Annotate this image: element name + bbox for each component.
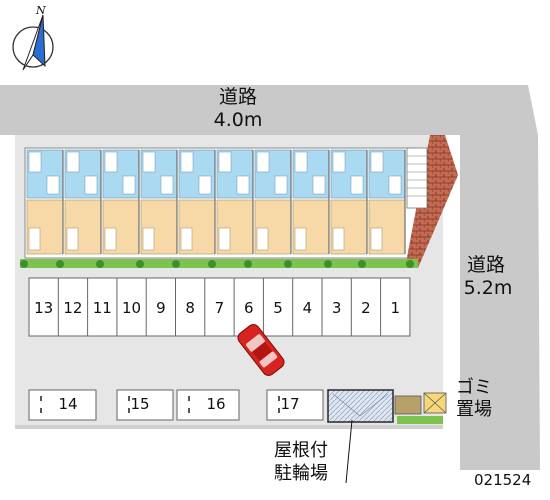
hedge-tree — [406, 260, 414, 268]
hedge-tree — [136, 260, 144, 268]
apartment-unit — [216, 149, 254, 255]
compass-north-label: N — [36, 4, 46, 17]
right-road-name: 道路 — [466, 254, 505, 276]
bike-label-line2: 駐輪場 — [274, 463, 328, 484]
slot-15: 15 — [130, 395, 150, 413]
apartment-unit — [140, 149, 178, 255]
slot-13: 13 — [34, 299, 54, 317]
top-road-width: 4.0m — [213, 109, 263, 131]
hedge-tree — [284, 260, 292, 268]
bike-shelter-x — [332, 393, 389, 417]
hedge — [20, 259, 418, 268]
garbage-area — [394, 395, 422, 415]
compass — [12, 14, 54, 71]
right-road-width: 5.2m — [463, 277, 513, 299]
slot-12: 12 — [63, 299, 83, 317]
slot-16: 16 — [206, 395, 226, 413]
slot-7: 7 — [214, 299, 225, 317]
apartment-unit — [330, 149, 368, 255]
slot-3: 3 — [331, 299, 342, 317]
slot-6: 6 — [243, 299, 254, 317]
slot-9: 9 — [156, 299, 166, 317]
hedge-trees — [20, 260, 414, 268]
stair-steps — [407, 155, 427, 197]
property-code: 021524 — [474, 471, 532, 489]
slot-11: 11 — [92, 299, 112, 317]
apartment-unit — [178, 149, 216, 255]
red-car — [237, 324, 285, 376]
brick-wall — [405, 135, 458, 268]
hedge-tree — [96, 260, 104, 268]
bike-label-line1: 屋根付 — [274, 440, 328, 461]
slot-1: 1 — [390, 299, 401, 317]
parking-row-top — [28, 277, 411, 337]
hedge-tree — [244, 260, 252, 268]
slot-8: 8 — [185, 299, 195, 317]
apartment-unit — [368, 149, 406, 255]
parking-row-bottom — [28, 389, 324, 421]
slot-5: 5 — [273, 299, 283, 317]
slot-10: 10 — [121, 299, 142, 317]
stairs — [406, 147, 428, 209]
planter — [397, 416, 443, 424]
right-road — [460, 85, 540, 470]
apartment-unit — [102, 149, 140, 255]
hedge-tree — [56, 260, 64, 268]
apartment-units — [26, 149, 406, 255]
slot-2: 2 — [361, 299, 371, 317]
wheel-stops-bottom — [40, 396, 280, 413]
hedge-tree — [324, 260, 332, 268]
apartment-unit — [26, 149, 64, 255]
apartment-unit — [64, 149, 102, 255]
hedge-tree — [358, 260, 366, 268]
garbage-label-line2: 置場 — [456, 399, 492, 420]
bike-label-leader — [345, 419, 353, 484]
lot-lower-edge — [15, 425, 443, 429]
hedge-tree — [208, 260, 216, 268]
slot-4: 4 — [302, 299, 313, 317]
apartment-unit — [292, 149, 330, 255]
top-road-name: 道路 — [218, 86, 257, 108]
hedge-tree — [172, 260, 180, 268]
top-road — [0, 85, 525, 135]
bike-shelter — [327, 389, 394, 423]
hedge-tree — [20, 260, 28, 268]
garbage-label-line1: ゴミ — [456, 377, 492, 398]
slot-17: 17 — [280, 395, 300, 413]
apartment-unit — [254, 149, 292, 255]
slot-14: 14 — [58, 395, 78, 413]
